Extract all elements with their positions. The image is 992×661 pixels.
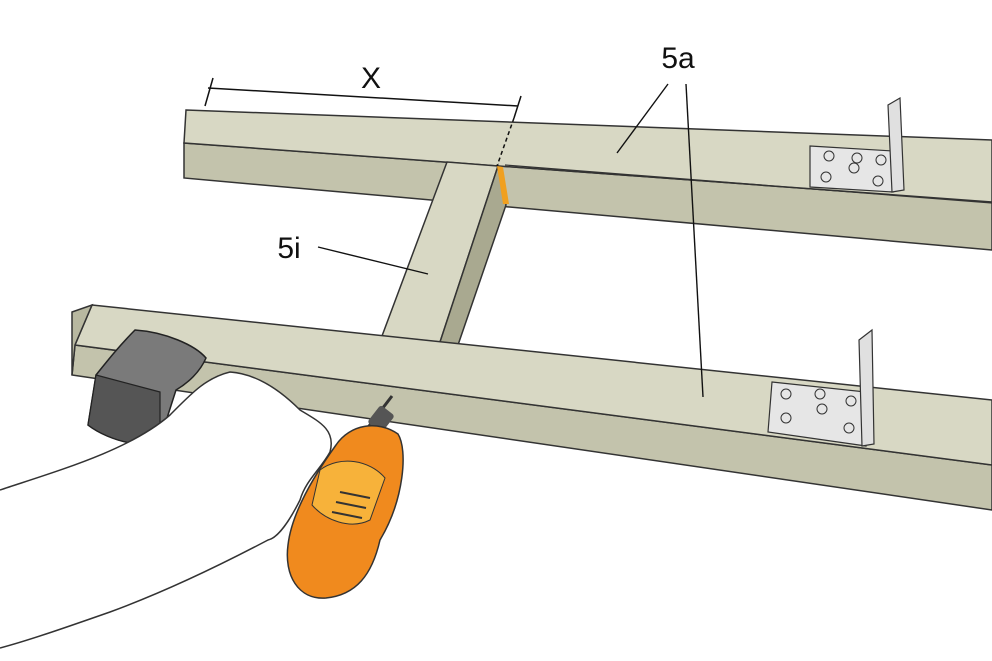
- label-5a: 5a: [661, 42, 695, 75]
- label-5a-leaders: [616, 83, 704, 398]
- upper-beam: [183, 109, 992, 251]
- cordless-drill-icon: [286, 395, 404, 599]
- hand-icon: [0, 371, 332, 649]
- lower-beam-end-face: [71, 303, 94, 376]
- cut-marker: [497, 166, 509, 204]
- upper-beam-top-face: [183, 109, 992, 203]
- lower-beam: [71, 303, 992, 511]
- dimension-label: X: [361, 62, 381, 95]
- clamp-icon: [87, 329, 207, 446]
- label-5i-leader: [317, 246, 429, 275]
- angle-bracket-icon: [809, 96, 905, 193]
- angle-bracket-icon: [767, 328, 875, 447]
- dimension-line: [204, 77, 522, 167]
- label-5i: 5i: [277, 232, 300, 265]
